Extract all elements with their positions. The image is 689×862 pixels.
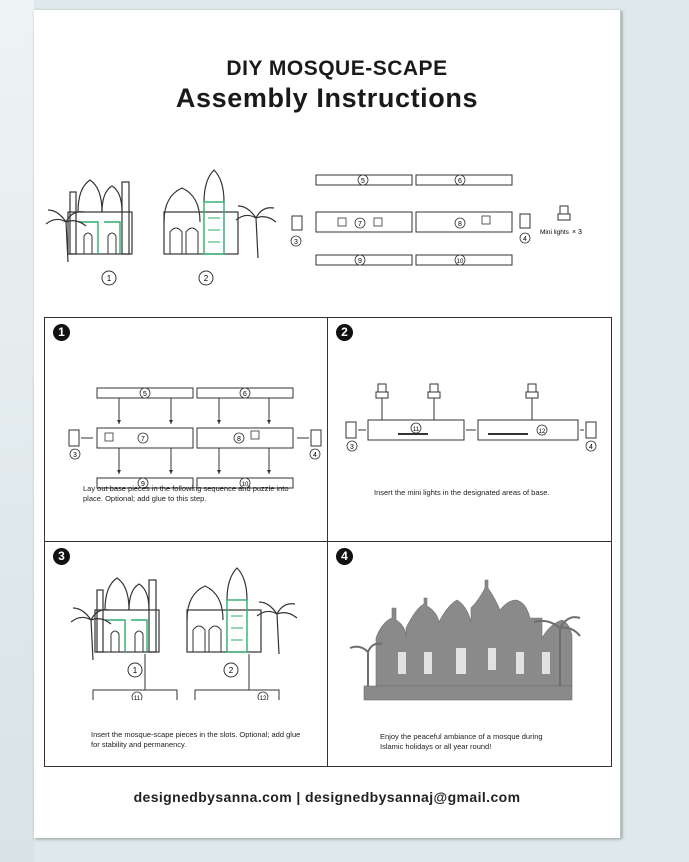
step-4-number: 4 (336, 548, 353, 565)
step3-label-11: 11 (134, 696, 141, 700)
step1-label-10: 10 (242, 482, 249, 488)
step-3-caption: Insert the mosque-scape pieces in the sl… (91, 730, 301, 749)
step-3-panel: 3 1 2 11 12 (45, 542, 328, 766)
step-1-panel: 1 5 6 7 (45, 318, 328, 542)
step-1-number: 1 (53, 324, 70, 341)
piece-label-8: 8 (458, 221, 462, 228)
step-2-number: 2 (336, 324, 353, 341)
step-2-panel: 2 11 12 3 4 (328, 318, 611, 542)
title-assembly: Assembly Instructions (175, 83, 479, 113)
step3-label-1: 1 (133, 666, 138, 675)
piece-label-2: 2 (204, 274, 209, 283)
piece-label-9: 9 (358, 258, 362, 265)
step1-label-6: 6 (243, 391, 247, 398)
steps-grid: 1 5 6 7 (44, 317, 612, 767)
step-3-number: 3 (53, 548, 70, 565)
title-product: DIY MOSQUE-SCAPE (226, 57, 448, 80)
step2-label-4: 4 (589, 444, 593, 451)
step2-label-11: 11 (413, 427, 420, 433)
step1-label-3: 3 (73, 452, 77, 459)
footer-contact: designedbysanna.com | designedbysannaj@g… (133, 789, 521, 805)
piece-label-5: 5 (361, 178, 365, 185)
piece-label-7: 7 (358, 221, 362, 228)
step2-label-12: 12 (539, 429, 546, 435)
step3-label-12: 12 (260, 696, 267, 700)
step1-label-7: 7 (141, 436, 145, 443)
parts-overview: 1 2 5 6 7 8 3 4 9 (45, 169, 582, 286)
step-1-diagram: 5 6 7 8 9 10 3 4 (68, 387, 322, 489)
mini-lights-label: Mini lights (540, 229, 570, 236)
step1-label-9: 9 (141, 481, 145, 488)
mini-light-icon (557, 205, 571, 221)
step1-label-5: 5 (143, 391, 147, 398)
instruction-sheet: DIY MOSQUE-SCAPE Assembly Instructions (34, 10, 621, 838)
step-2-caption: Insert the mini lights in the designated… (374, 488, 550, 497)
mini-lights-qty: × 3 (572, 229, 582, 236)
piece-label-4: 4 (523, 236, 527, 243)
step2-label-3: 3 (350, 444, 354, 451)
piece-label-3: 3 (294, 239, 298, 246)
step-4-panel: 4 Enjoy the peaceful ambiance of a mosqu… (328, 542, 611, 766)
background-strip (0, 0, 34, 862)
piece-label-10: 10 (457, 259, 464, 265)
step3-label-2: 2 (229, 666, 234, 675)
step-3-diagram: 1 2 11 12 (70, 567, 298, 700)
step-4-caption: Enjoy the peaceful ambiance of a mosque … (380, 732, 543, 751)
step1-label-8: 8 (237, 436, 241, 443)
step-2-diagram: 11 12 3 4 (345, 383, 597, 452)
step1-label-4: 4 (313, 452, 317, 459)
piece-label-1: 1 (107, 274, 112, 283)
step-4-photo (349, 579, 581, 701)
piece-label-6: 6 (458, 178, 462, 185)
step-1-caption: Lay out base pieces in the following seq… (83, 484, 289, 503)
